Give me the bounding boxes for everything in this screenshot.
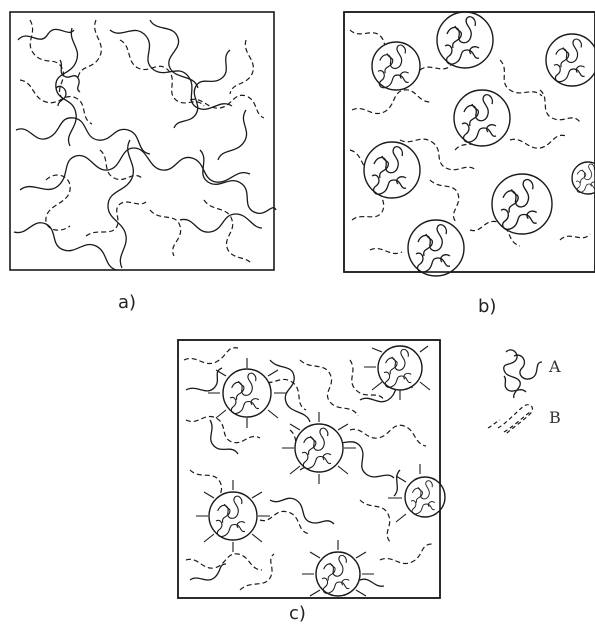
domain-sphere <box>491 173 553 235</box>
panel-b-spherical-domains <box>363 11 595 277</box>
panel-a <box>9 11 277 271</box>
diffuse-domain <box>302 540 374 597</box>
legend-label-b: B <box>549 408 561 427</box>
dashed-chain-icon <box>487 404 534 435</box>
panel-c-label: c) <box>289 603 306 624</box>
panel-b-label: b) <box>478 296 497 317</box>
legend-label-a: A <box>549 357 561 376</box>
panel-b <box>343 11 595 277</box>
panel-a-frame <box>9 11 275 271</box>
panel-c-diffuse-domains <box>196 345 446 597</box>
panel-a-solid-chains <box>13 19 277 271</box>
domain-sphere <box>453 89 511 147</box>
domain-sphere <box>571 161 595 195</box>
panel-c <box>177 339 446 599</box>
panel-a-label: a) <box>118 292 137 313</box>
diffuse-domain <box>282 412 356 484</box>
diffuse-domain <box>364 345 431 400</box>
domain-sphere <box>407 219 465 277</box>
domain-sphere <box>363 141 421 199</box>
domain-sphere <box>436 11 494 69</box>
domain-sphere <box>371 41 421 91</box>
coiled-chain-icon <box>503 349 543 399</box>
panel-c-solid-chains <box>185 359 405 587</box>
domain-sphere <box>545 33 595 87</box>
legend <box>487 349 543 435</box>
diffuse-domain <box>388 464 446 523</box>
diffuse-domain <box>196 480 270 552</box>
diffuse-domain <box>208 358 286 428</box>
panel-a-dashed-chains <box>19 19 265 265</box>
